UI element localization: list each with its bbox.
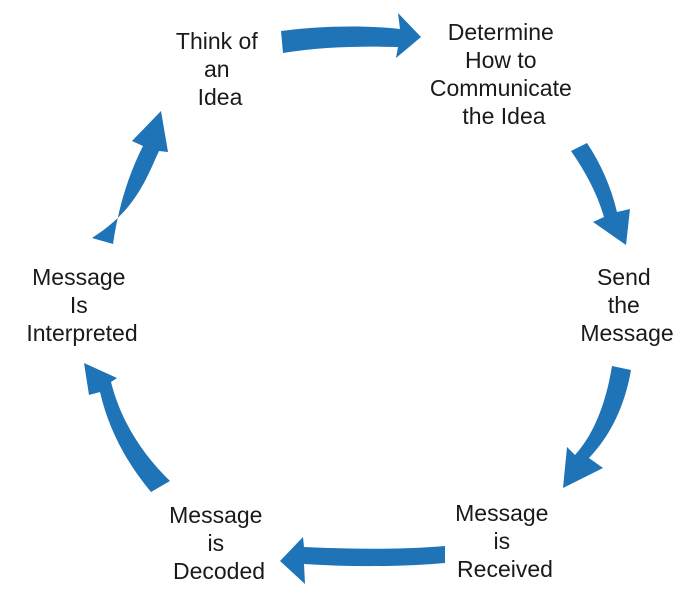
arrow-send-to-received [563, 366, 631, 488]
step-line: the [608, 292, 640, 318]
step-line: Received [457, 556, 553, 582]
arrow-received-to-decoded [280, 537, 445, 584]
step-line: Message [32, 264, 125, 290]
step-line: is [493, 528, 510, 554]
step-label-send-the-message: Send the Message [580, 264, 673, 346]
step-label-determine-how-to-communicate: Determine How to Communicate the Idea [430, 19, 578, 129]
arrow-determine-to-send [571, 143, 630, 245]
step-line: Idea [198, 84, 243, 110]
step-line: Determine [448, 19, 554, 45]
step-line: Interpreted [26, 320, 137, 346]
step-line: Message [580, 320, 673, 346]
arrow-think-to-determine [281, 13, 421, 58]
arrow-interpreted-to-think [92, 111, 168, 244]
step-line: is [207, 530, 224, 556]
step-label-message-is-interpreted: Message Is Interpreted [26, 264, 137, 346]
step-line: Send [597, 264, 651, 290]
step-line: How to [465, 47, 537, 73]
step-label-message-is-decoded: Message is Decoded [169, 502, 269, 584]
step-line: Message [169, 502, 262, 528]
step-line: Communicate [430, 75, 572, 101]
step-line: Think of [176, 28, 258, 54]
step-label-think-of-an-idea: Think of an Idea [176, 28, 264, 110]
step-label-message-is-received: Message is Received [455, 500, 555, 582]
step-line: an [204, 56, 230, 82]
step-line: the Idea [462, 103, 545, 129]
step-line: Decoded [173, 558, 265, 584]
step-line: Is [70, 292, 88, 318]
step-line: Message [455, 500, 548, 526]
arrow-decoded-to-interpreted [84, 363, 170, 492]
